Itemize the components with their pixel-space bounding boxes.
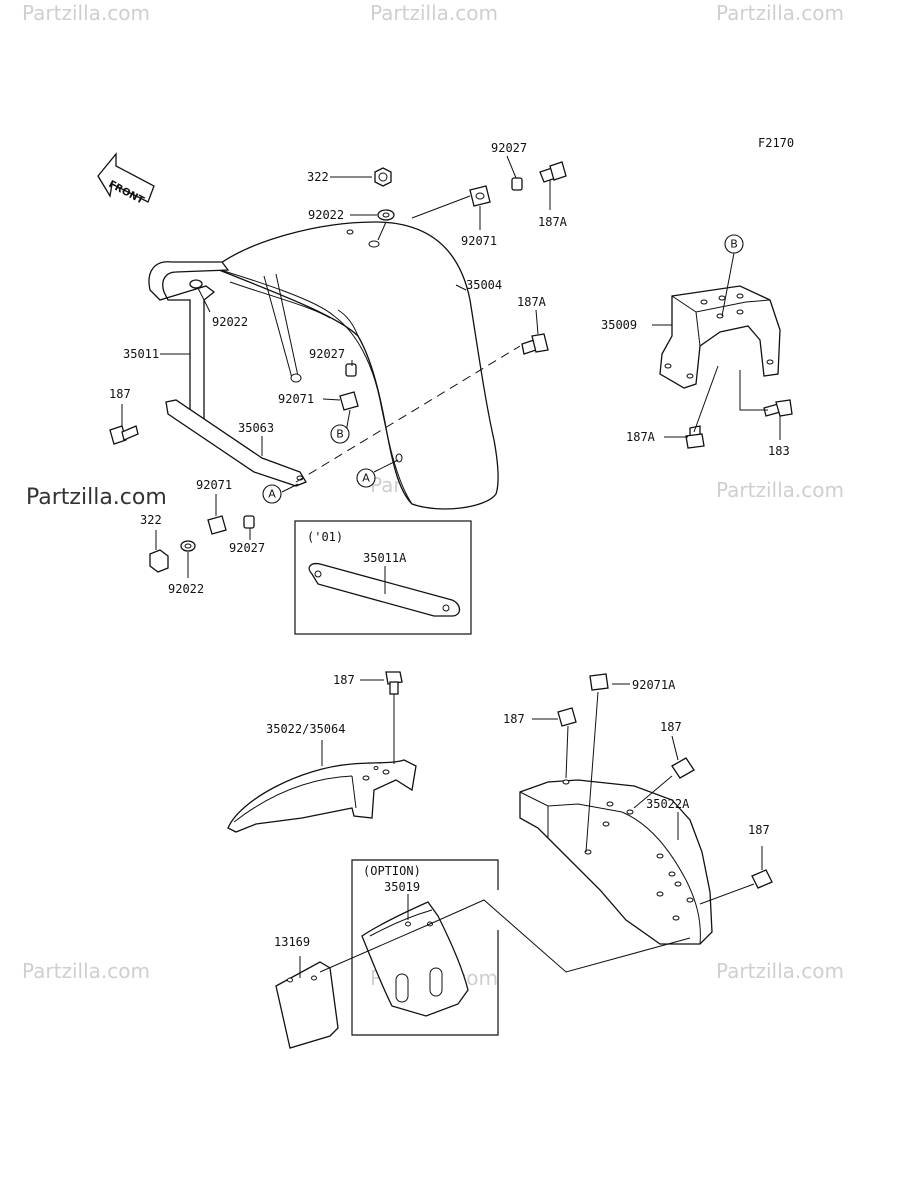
label-35009: 35009 (601, 318, 637, 332)
acorn-nut-322-low-icon (149, 549, 169, 573)
label-322-low: 322 (140, 513, 162, 527)
front-arrow-icon: FRONT (97, 152, 155, 207)
label-187-left: 187 (109, 387, 131, 401)
label-92022-low: 92022 (168, 582, 204, 596)
bracket-35009 (659, 285, 781, 389)
option-box: (OPTION) (351, 859, 499, 1036)
leaders-lower (299, 679, 763, 978)
washer-92022-low-icon (180, 540, 196, 552)
grommet-92071-top-icon (469, 185, 491, 207)
label-92071-top: 92071 (461, 234, 497, 248)
label-35011: 35011 (123, 347, 159, 361)
label-92071A: 92071A (632, 678, 676, 692)
grommet-92071-mid-icon (339, 391, 359, 411)
label-187-r1: 187 (503, 712, 525, 726)
label-35022A: 35022A (646, 797, 690, 811)
svg-text:B: B (336, 428, 344, 441)
part-labels: 322 92027 92022 92071 187A 35004 92022 1… (109, 141, 790, 949)
label-92022-mid: 92022 (212, 315, 248, 329)
label-187A-right: 187A (626, 430, 656, 444)
option-box-title: (OPTION) (363, 864, 421, 878)
label-187-r3: 187 (748, 823, 770, 837)
label-92027-top: 92027 (491, 141, 527, 155)
label-35019: 35019 (384, 880, 420, 894)
watermark-mid-right: Partzilla.com (716, 478, 844, 502)
figure-code: F2170 (758, 136, 794, 150)
bolt-187-left-icon (109, 425, 139, 445)
callout-b-left: B (330, 424, 350, 444)
label-187-r2: 187 (660, 720, 682, 734)
mudflap-13169 (275, 961, 339, 1049)
label-187-center: 187 (333, 673, 355, 687)
leaders-right (652, 252, 781, 440)
svg-text:A: A (268, 488, 276, 501)
watermark-bottom-right: Partzilla.com (716, 959, 844, 983)
svg-text:B: B (730, 238, 738, 251)
bolt-183-icon (763, 399, 793, 417)
callout-a-left: A (262, 484, 282, 504)
acorn-nut-322-top-icon (374, 167, 392, 187)
collar-92027-mid-icon (345, 363, 357, 377)
label-35063: 35063 (238, 421, 274, 435)
watermark-bottom-left: Partzilla.com (22, 959, 150, 983)
label-92022-top: 92022 (308, 208, 344, 222)
bolt-187A-mid-icon (521, 333, 549, 355)
grommet-92071-low-icon (207, 515, 227, 535)
label-92071-low: 92071 (196, 478, 232, 492)
bolt-187-r3-icon (751, 869, 773, 889)
label-183: 183 (768, 444, 790, 458)
label-187A-mid: 187A (517, 295, 547, 309)
label-92071-mid: 92071 (278, 392, 314, 406)
label-187A-top: 187A (538, 215, 568, 229)
label-322-top: 322 (307, 170, 329, 184)
label-35004: 35004 (466, 278, 502, 292)
bracket-35063 (165, 399, 307, 487)
label-35011A: 35011A (363, 551, 407, 565)
bolt-187-center-icon (385, 671, 403, 695)
label-35022-35064: 35022/35064 (266, 722, 345, 736)
svg-text:A: A (362, 472, 370, 485)
collar-92027-top-icon (511, 177, 523, 191)
centerline-dashed (295, 345, 521, 483)
callout-a-right: A (356, 468, 376, 488)
rear-fender-35004 (212, 221, 499, 510)
bolt-187-r2-icon (671, 757, 695, 779)
fender-35022-35064 (227, 759, 417, 833)
label-13169: 13169 (274, 935, 310, 949)
bolt-187A-top-icon (539, 161, 567, 183)
collar-92027-low-icon (243, 515, 255, 529)
bolt-187-r1-icon (557, 707, 577, 727)
fender-35022A (519, 779, 713, 945)
watermark-top-right: Partzilla.com (716, 1, 844, 25)
label-92027-mid: 92027 (309, 347, 345, 361)
bolt-187A-right-icon (685, 425, 705, 449)
watermark-top-left: Partzilla.com (22, 1, 150, 25)
label-92027-low: 92027 (229, 541, 265, 555)
grommet-92071A-icon (589, 673, 609, 691)
year-01-box-title: ('01) (307, 530, 343, 544)
year-01-box: ('01) (294, 520, 472, 635)
watermark-top-center: Partzilla.com (370, 1, 498, 25)
callout-b-right: B (724, 234, 744, 254)
washer-92022-mid-icon (189, 279, 203, 289)
washer-92022-top-icon (377, 209, 395, 221)
watermark-main: Partzilla.com (26, 485, 167, 510)
